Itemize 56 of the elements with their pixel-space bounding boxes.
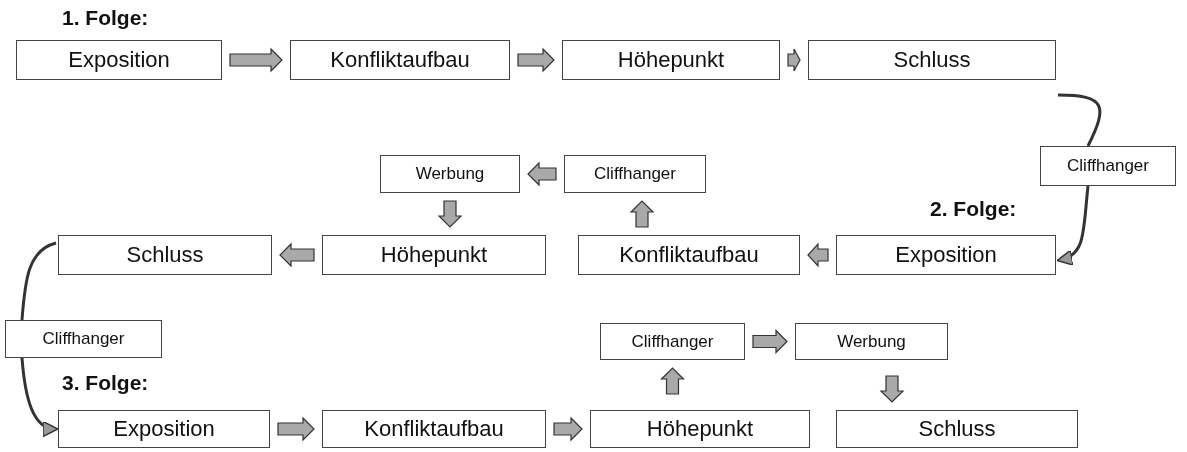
block-arrow	[660, 367, 685, 395]
box-label: Exposition	[113, 416, 215, 442]
process-box	[1040, 146, 1176, 186]
block-arrow	[527, 161, 557, 187]
block-arrow	[517, 47, 555, 73]
box-label: Höhepunkt	[646, 416, 754, 442]
box-label: Werbung	[837, 331, 906, 352]
box-label: Cliffhanger	[631, 331, 714, 352]
process-box	[562, 40, 780, 80]
box-label: Exposition	[895, 242, 997, 268]
box-label: Konfliktaufbau	[619, 242, 759, 268]
process-box	[564, 155, 706, 193]
block-arrow	[629, 200, 655, 228]
episode-heading: 1. Folge:	[62, 6, 149, 30]
block-arrow	[752, 329, 788, 354]
box-label: Cliffhanger	[1067, 156, 1149, 176]
process-box	[16, 40, 222, 80]
block-arrow	[229, 47, 283, 73]
curved-line	[1057, 93, 1102, 147]
box-label: Cliffhanger	[594, 164, 676, 184]
box-label: Konfliktaufbau	[364, 416, 504, 442]
box-label: Schluss	[893, 47, 971, 73]
box-label: Höhepunkt	[617, 47, 725, 73]
process-box	[322, 410, 546, 448]
process-box	[836, 410, 1078, 448]
process-box	[600, 323, 745, 360]
block-arrow	[277, 416, 315, 442]
process-box	[836, 235, 1056, 275]
box-label: Schluss	[126, 242, 204, 268]
process-box	[290, 40, 510, 80]
box-label: Exposition	[68, 47, 170, 73]
curved-arrow	[1056, 185, 1090, 265]
episode-heading: 3. Folge:	[62, 371, 149, 395]
block-arrow	[279, 242, 315, 268]
process-box	[58, 235, 272, 275]
process-box	[380, 155, 520, 193]
block-arrow	[787, 48, 801, 72]
process-box	[808, 40, 1056, 80]
box-label: Schluss	[918, 416, 996, 442]
box-label: Höhepunkt	[380, 242, 488, 268]
block-arrow	[807, 242, 829, 268]
box-label: Werbung	[415, 164, 485, 184]
process-box	[58, 410, 270, 448]
episode-heading: 2. Folge:	[930, 197, 1017, 221]
block-arrow	[437, 200, 463, 228]
process-box	[795, 323, 948, 360]
process-box	[578, 235, 800, 275]
block-arrow	[879, 375, 905, 403]
box-label: Cliffhanger	[42, 329, 125, 349]
curved-line	[20, 241, 57, 321]
process-box	[5, 320, 162, 358]
curved-arrow	[20, 357, 59, 436]
box-label: Konfliktaufbau	[330, 47, 470, 73]
process-box	[590, 410, 810, 448]
block-arrow	[553, 416, 583, 442]
process-box	[322, 235, 546, 275]
